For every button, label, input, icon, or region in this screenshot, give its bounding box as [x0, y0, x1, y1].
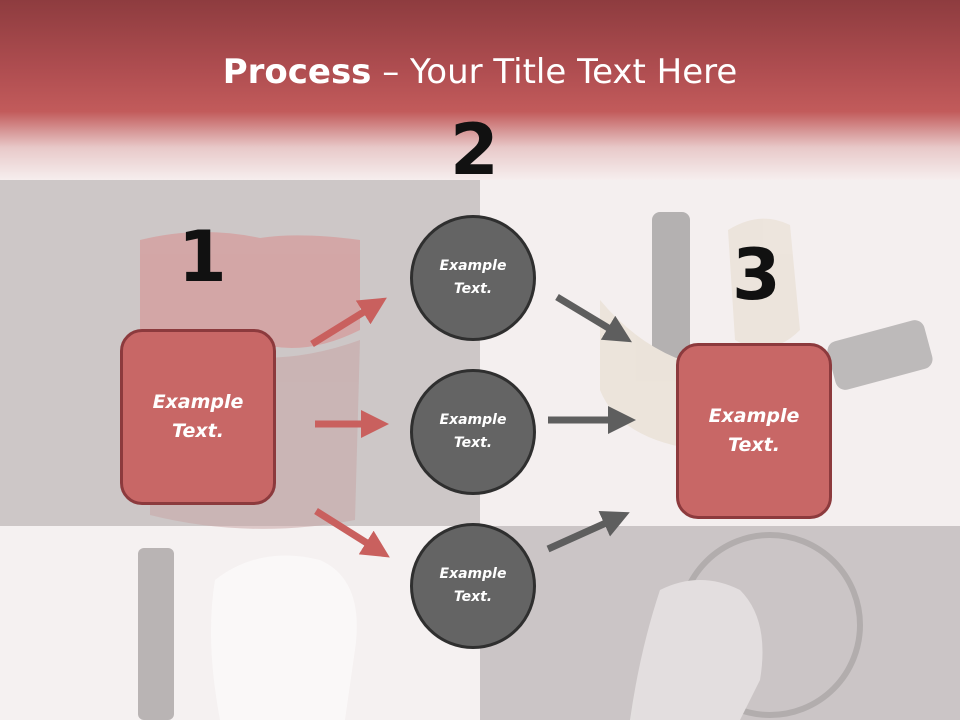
tooth-and-screw-illustration — [138, 548, 357, 720]
mirror-and-molar-illustration — [630, 532, 863, 720]
circle-step-3: Example Text. — [410, 523, 536, 649]
arrow-from-circle-3 — [546, 510, 630, 553]
title-rest: – Your Title Text Here — [371, 52, 738, 92]
arrow-to-circle-1 — [310, 297, 387, 347]
arrow-to-circle-3 — [314, 508, 390, 558]
arrow-from-circle-1 — [555, 294, 632, 343]
step-number-2: 2 — [450, 109, 499, 191]
circle-3-text: Example Text. — [439, 566, 507, 605]
title-bold: Process — [222, 52, 372, 92]
step-number-3: 3 — [732, 234, 781, 316]
circle-step-1: Example Text. — [410, 215, 536, 341]
circle-step-2: Example Text. — [410, 369, 536, 495]
left-step-box: Example Text. — [120, 329, 276, 505]
left-step-text: Example Text. — [152, 391, 244, 442]
title-banner — [0, 0, 960, 180]
right-step-box: Example Text. — [676, 343, 832, 519]
circle-2-text: Example Text. — [439, 412, 507, 451]
circle-1-text: Example Text. — [439, 258, 507, 297]
slide-title: Process – Your Title Text Here — [0, 52, 960, 92]
right-step-text: Example Text. — [708, 405, 800, 456]
step-number-1: 1 — [178, 216, 227, 298]
